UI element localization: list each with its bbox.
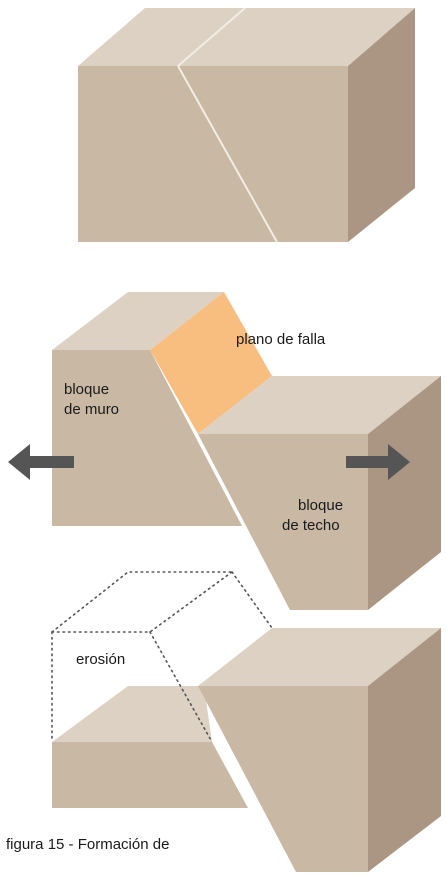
hangingwall-label-line2: de techo: [282, 517, 340, 534]
initial-fault-line: [177, 65, 278, 243]
eroded-hangingwall-side: [368, 628, 441, 872]
arrow-left-icon: [8, 444, 74, 480]
eroded-hangingwall-front: [198, 686, 368, 872]
hangingwall-top: [198, 376, 441, 434]
eroded-footwall-front: [52, 742, 248, 808]
fault-plane-label: plano de falla: [236, 331, 326, 348]
footwall-top: [52, 292, 224, 350]
erosion-label: erosión: [76, 651, 126, 668]
initial-fault-trace: [177, 7, 246, 67]
initial-block: [78, 7, 415, 243]
figure-caption: figura 15 - Formación de: [6, 836, 170, 853]
faulted-block: [8, 292, 441, 610]
initial-block-front: [78, 66, 348, 242]
fault-plane: [150, 292, 272, 434]
initial-block-side: [348, 8, 415, 242]
hangingwall-side: [368, 376, 441, 610]
hangingwall-front: [198, 434, 368, 610]
footwall-label-line1: bloque: [64, 381, 110, 398]
eroded-footwall-top: [52, 686, 212, 742]
arrow-right-icon: [346, 444, 410, 480]
hangingwall-label-line1: bloque: [298, 497, 344, 514]
initial-block-top: [78, 8, 415, 66]
footwall-front: [52, 350, 242, 526]
eroded-hangingwall-top: [198, 628, 441, 686]
footwall-label-line2: de muro: [64, 401, 120, 418]
eroded-block: [51, 571, 441, 872]
eroded-outline: [51, 571, 273, 743]
